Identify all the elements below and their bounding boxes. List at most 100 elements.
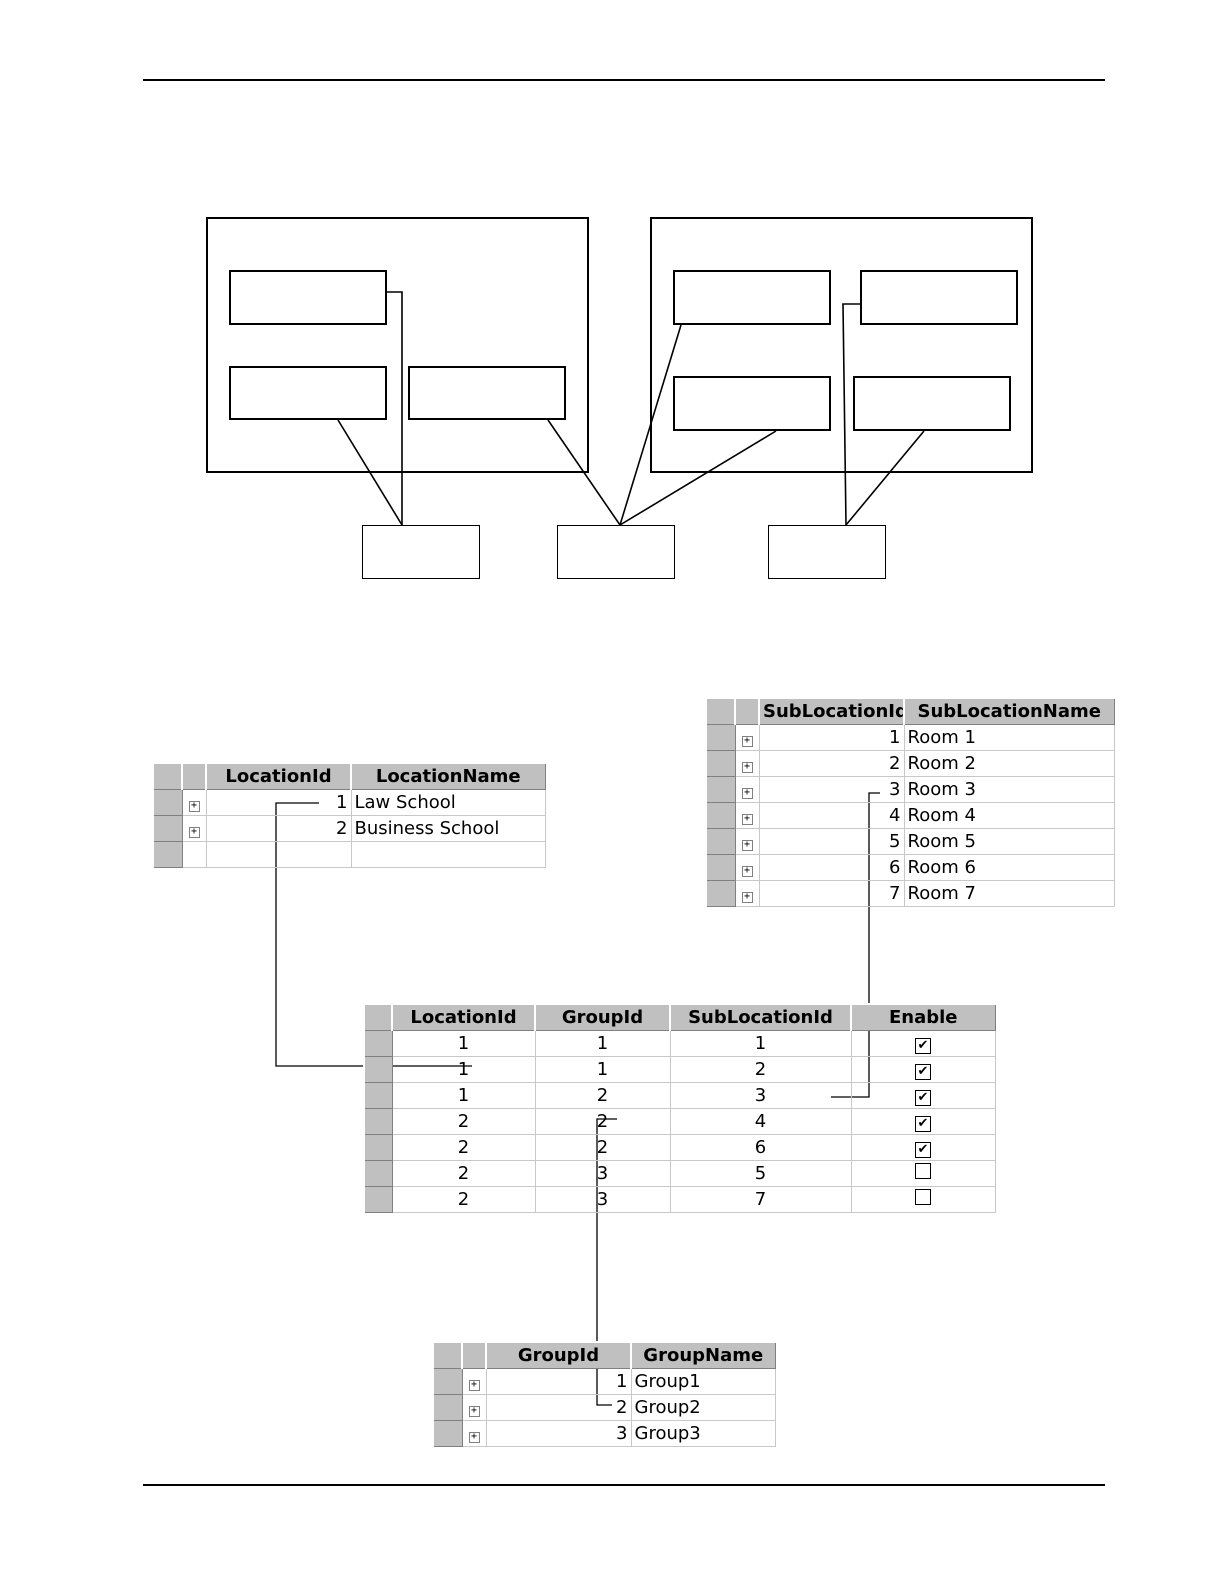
plus-box-icon[interactable]: + — [188, 826, 200, 838]
column-header-groupid[interactable]: GroupId — [485, 1341, 632, 1369]
cell-locationid[interactable]: 1 — [205, 788, 352, 816]
cell-groupid[interactable]: 1 — [485, 1367, 632, 1395]
cell-sublocationname[interactable]: Room 6 — [903, 853, 1115, 881]
row-selector[interactable] — [363, 1055, 393, 1083]
row-selector[interactable] — [363, 1159, 393, 1187]
plus-box-icon[interactable]: + — [741, 865, 753, 877]
expand-cell[interactable]: + — [461, 1393, 487, 1421]
cell-locationid[interactable]: 2 — [391, 1107, 536, 1135]
plus-box-icon[interactable]: + — [741, 761, 753, 773]
cell-sublocationid[interactable]: 4 — [758, 801, 905, 829]
row-selector[interactable] — [152, 788, 183, 816]
row-selector[interactable] — [432, 1419, 463, 1447]
plus-box-icon[interactable]: + — [468, 1405, 480, 1417]
row-selector[interactable] — [432, 1393, 463, 1421]
checkbox-checked-icon[interactable]: ✔ — [915, 1141, 931, 1158]
cell-sublocationid[interactable]: 1 — [758, 723, 905, 751]
plus-box-icon[interactable]: + — [741, 813, 753, 825]
row-selector[interactable] — [363, 1185, 393, 1213]
row-selector[interactable] — [705, 723, 736, 751]
cell-locationid[interactable]: 2 — [391, 1159, 536, 1187]
cell-sublocationname[interactable]: Room 5 — [903, 827, 1115, 855]
column-header-groupid[interactable]: GroupId — [534, 1003, 671, 1031]
expand-cell[interactable]: + — [734, 723, 760, 751]
cell-groupid[interactable]: 1 — [534, 1055, 671, 1083]
column-header-locationname[interactable]: LocationName — [350, 762, 546, 790]
expand-cell[interactable]: + — [734, 879, 760, 907]
cell-enable[interactable] — [850, 1159, 996, 1187]
expand-cell[interactable]: + — [461, 1367, 487, 1395]
expand-cell[interactable]: + — [461, 1419, 487, 1447]
column-header-enable[interactable]: Enable — [850, 1003, 996, 1031]
cell-locationid[interactable]: 2 — [205, 814, 352, 842]
checkbox-unchecked-icon[interactable] — [915, 1162, 931, 1179]
plus-box-icon[interactable]: + — [741, 787, 753, 799]
cell-groupid[interactable]: 1 — [534, 1029, 671, 1057]
checkbox-checked-icon[interactable]: ✔ — [915, 1089, 931, 1106]
cell-sublocationid[interactable]: 5 — [758, 827, 905, 855]
cell-locationid[interactable]: 1 — [391, 1055, 536, 1083]
expand-cell[interactable]: + — [734, 827, 760, 855]
cell-sublocationid[interactable]: 2 — [669, 1055, 852, 1083]
cell-locationid[interactable]: 2 — [391, 1133, 536, 1161]
cell-sublocationname[interactable]: Room 7 — [903, 879, 1115, 907]
column-header-sublocationname[interactable]: SubLocationName — [903, 697, 1115, 725]
cell-enable[interactable] — [850, 1185, 996, 1213]
row-selector[interactable] — [705, 879, 736, 907]
column-header-sublocationid[interactable]: SubLocationId — [758, 697, 905, 725]
cell-groupname[interactable]: Group2 — [630, 1393, 776, 1421]
cell-enable[interactable]: ✔ — [850, 1081, 996, 1109]
cell-sublocationid[interactable]: 3 — [669, 1081, 852, 1109]
row-selector[interactable] — [705, 853, 736, 881]
cell-enable[interactable]: ✔ — [850, 1133, 996, 1161]
row-selector[interactable] — [705, 749, 736, 777]
row-selector[interactable] — [705, 775, 736, 803]
cell-sublocationid[interactable]: 4 — [669, 1107, 852, 1135]
cell-groupid[interactable]: 3 — [534, 1159, 671, 1187]
cell-groupid[interactable]: 2 — [534, 1081, 671, 1109]
cell-groupname[interactable]: Group3 — [630, 1419, 776, 1447]
cell-sublocationname[interactable]: Room 2 — [903, 749, 1115, 777]
cell-sublocationid[interactable]: 1 — [669, 1029, 852, 1057]
cell-enable[interactable]: ✔ — [850, 1107, 996, 1135]
row-selector[interactable] — [152, 814, 183, 842]
checkbox-checked-icon[interactable]: ✔ — [915, 1063, 931, 1080]
cell-locationid[interactable]: 1 — [391, 1081, 536, 1109]
column-header-locationid[interactable]: LocationId — [205, 762, 352, 790]
expand-cell[interactable]: + — [734, 801, 760, 829]
expand-cell[interactable]: + — [734, 853, 760, 881]
row-selector[interactable] — [432, 1367, 463, 1395]
cell-locationid[interactable]: 2 — [391, 1185, 536, 1213]
cell-sublocationname[interactable]: Room 1 — [903, 723, 1115, 751]
row-selector[interactable] — [363, 1081, 393, 1109]
cell-enable[interactable]: ✔ — [850, 1055, 996, 1083]
checkbox-unchecked-icon[interactable] — [915, 1188, 931, 1205]
column-header-locationid[interactable]: LocationId — [391, 1003, 536, 1031]
plus-box-icon[interactable]: + — [741, 839, 753, 851]
cell-groupid[interactable]: 2 — [534, 1133, 671, 1161]
cell-sublocationid[interactable]: 2 — [758, 749, 905, 777]
plus-box-icon[interactable]: + — [468, 1431, 480, 1443]
table-row[interactable]: + 1 Law School — [152, 788, 546, 816]
plus-box-icon[interactable]: + — [741, 891, 753, 903]
column-header-groupname[interactable]: GroupName — [630, 1341, 776, 1369]
plus-box-icon[interactable]: + — [188, 800, 200, 812]
cell-sublocationid[interactable]: 6 — [669, 1133, 852, 1161]
cell-sublocationid[interactable]: 7 — [758, 879, 905, 907]
cell-sublocationid[interactable]: 7 — [669, 1185, 852, 1213]
plus-box-icon[interactable]: + — [741, 735, 753, 747]
checkbox-checked-icon[interactable]: ✔ — [915, 1037, 931, 1054]
table-row[interactable]: + 2 Business School — [152, 814, 546, 842]
cell-groupid[interactable]: 3 — [534, 1185, 671, 1213]
